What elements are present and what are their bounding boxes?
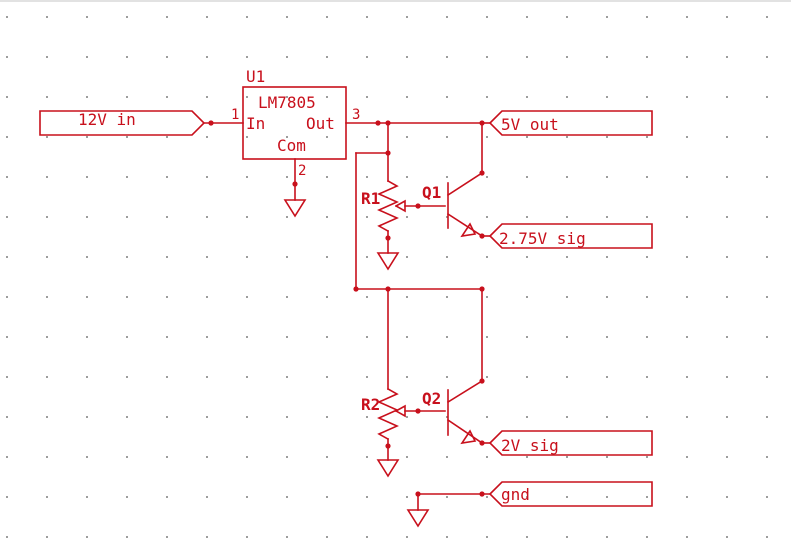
ground-r2-icon [376,459,400,478]
u1-pin-in-label: In [246,114,265,133]
junction-bus-left [353,286,359,292]
u1-ref: U1 [246,67,265,86]
r1-potentiometer[interactable]: R1 [361,179,406,233]
q1-collector-leg [446,171,484,197]
port-275v-sig[interactable]: 2.75V sig [488,223,653,249]
junction-12v [208,120,214,126]
q1-emitter-leg [446,212,484,238]
r1-body [377,179,399,233]
q1-ref: Q1 [422,183,441,202]
port-5v-out-flag [488,110,653,136]
junction-r1-bus [385,150,391,156]
junction-q2-collector [479,378,485,384]
port-2v-sig[interactable]: 2V sig [488,430,653,456]
q2-transistor[interactable]: Q2 [422,379,484,445]
r2-ref: R2 [361,395,380,414]
q1-transistor[interactable]: Q1 [422,171,484,238]
u1-regulator[interactable]: U1 LM7805 In Out Com 1 2 3 [231,67,360,179]
u1-pin3-number: 3 [352,107,360,123]
port-275v-sig-label: 2.75V sig [499,229,586,248]
port-5v-out-label: 5V out [501,115,559,134]
u1-pin-out-label: Out [306,114,335,133]
q2-ref: Q2 [422,389,441,408]
junction-q1-collector [479,170,485,176]
port-275v-sig-flag [488,223,653,249]
u1-pin-com-label: Com [277,136,306,155]
junction-r1-bottom [385,235,391,241]
port-12v-in-label: 12V in [78,110,136,129]
u1-pin1-number: 1 [231,107,239,123]
r1-ref: R1 [361,189,380,208]
port-gnd-flag [488,481,653,507]
u1-pin2-number: 2 [298,163,306,179]
ground-u1-icon [283,199,307,218]
port-2v-sig-flag [488,430,653,456]
port-gnd[interactable]: gnd [488,481,653,507]
junction-u1-out [375,120,381,126]
junction-r2-wiper [415,408,421,414]
port-5v-out[interactable]: 5V out [488,110,653,136]
u1-part: LM7805 [258,93,316,112]
r2-body [377,387,399,441]
q2-emitter-leg [446,418,484,445]
port-gnd-label: gnd [501,485,530,504]
junction-r1-wiper [415,203,421,209]
junction-gnd-right [479,491,485,497]
port-12v-in-flag [39,110,206,136]
junction-u1-com [292,181,298,187]
port-12v-in[interactable]: 12V in [39,110,206,136]
ground-gnd-icon [406,509,430,528]
q2-emitter-arrow [460,429,477,445]
junction-r2-bottom [385,443,391,449]
q2-collector-leg [446,379,484,404]
q1-emitter-arrow [460,222,477,238]
r2-potentiometer[interactable]: R2 [361,387,406,441]
r2-wiper [394,404,406,418]
port-2v-sig-label: 2V sig [501,436,559,455]
junction-gnd-left [415,491,421,497]
ground-r1-icon [376,252,400,271]
